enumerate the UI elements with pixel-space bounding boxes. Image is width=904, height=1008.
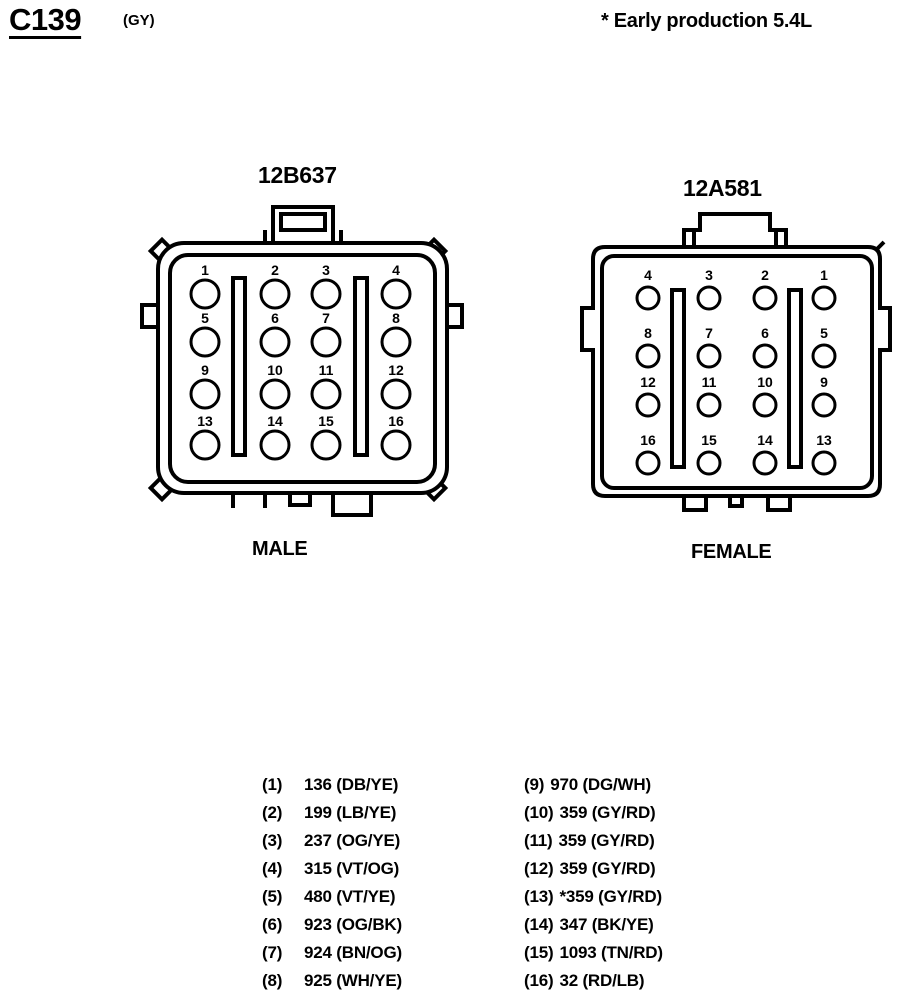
female-pin-cavity [635, 285, 661, 311]
female-pin-number: 8 [644, 325, 652, 341]
pin-row: (5)480 (VT/YE) [262, 887, 396, 906]
pin-row: (14)347 (BK/YE) [524, 915, 654, 934]
male-pin-number: 7 [322, 310, 330, 326]
male-pin-cavity [259, 326, 291, 358]
female-pin-number: 16 [640, 432, 656, 448]
pin-row: (15)1093 (TN/RD) [524, 943, 663, 962]
female-pin-cavity [635, 392, 661, 418]
male-pin-cavity [259, 278, 291, 310]
female-pin-cavity [696, 392, 722, 418]
female-pin-number: 12 [640, 374, 656, 390]
male-pin-number: 6 [271, 310, 279, 326]
pin-row: (12)359 (GY/RD) [524, 859, 656, 878]
female-pin-number: 3 [705, 267, 713, 283]
male-pin-number: 8 [392, 310, 400, 326]
male-pin-number: 5 [201, 310, 209, 326]
pin-row: (10)359 (GY/RD) [524, 803, 656, 822]
male-pin-number: 9 [201, 362, 209, 378]
male-pin-number: 11 [319, 362, 334, 378]
female-label: FEMALE [691, 541, 772, 563]
female-pin-number: 5 [820, 325, 828, 341]
pin-row: (9)970 (DG/WH) [524, 775, 651, 794]
female-connector-face [580, 212, 892, 512]
male-pin-cavity [310, 378, 342, 410]
female-pin-number: 14 [757, 432, 773, 448]
male-part-number: 12B637 [258, 162, 337, 188]
pin-row: (6)923 (OG/BK) [262, 915, 402, 934]
pin-row: (13)*359 (GY/RD) [524, 887, 662, 906]
female-pin-cavity [811, 392, 837, 418]
male-pin-cavity [189, 278, 221, 310]
female-pin-cavity [752, 343, 778, 369]
male-pin-number: 13 [197, 413, 213, 429]
female-pin-cavity [752, 450, 778, 476]
male-pin-cavity [380, 326, 412, 358]
connector-id: C139 [9, 2, 82, 37]
male-pin-cavity [259, 429, 291, 461]
female-pin-cavity [752, 285, 778, 311]
male-label: MALE [252, 538, 308, 560]
male-pin-cavity [380, 378, 412, 410]
female-pin-number: 1 [820, 267, 828, 283]
male-pin-number: 4 [392, 262, 400, 278]
female-pin-cavity [811, 285, 837, 311]
pin-row: (4)315 (VT/OG) [262, 859, 400, 878]
male-pin-number: 1 [201, 262, 209, 278]
male-pin-number: 2 [271, 262, 279, 278]
pin-row: (1)136 (DB/YE) [262, 775, 399, 794]
male-pin-cavity [189, 326, 221, 358]
male-pin-cavity [380, 278, 412, 310]
male-pin-cavity [189, 378, 221, 410]
female-pin-grid: 4 3 2 1 8 7 6 5 12 11 10 9 16 15 14 13 [635, 267, 837, 476]
male-pin-number: 15 [318, 413, 334, 429]
male-pin-cavity [310, 326, 342, 358]
female-pin-cavity [752, 392, 778, 418]
female-part-number: 12A581 [683, 175, 762, 201]
male-pin-number: 12 [388, 362, 404, 378]
pin-row: (2)199 (LB/YE) [262, 803, 397, 822]
female-pin-number: 2 [761, 267, 769, 283]
pin-row: (3)237 (OG/YE) [262, 831, 401, 850]
female-pin-number: 7 [705, 325, 713, 341]
pin-row: (7)924 (BN/OG) [262, 943, 402, 962]
female-pin-cavity [811, 343, 837, 369]
male-pin-cavity [310, 278, 342, 310]
female-pin-number: 9 [820, 374, 828, 390]
female-pin-number: 13 [816, 432, 832, 448]
male-pin-number: 3 [322, 262, 330, 278]
female-pin-cavity [696, 450, 722, 476]
male-pin-cavity [189, 429, 221, 461]
female-pin-number: 11 [702, 374, 717, 390]
male-pin-cavity [310, 429, 342, 461]
pin-row: (8)925 (WH/YE) [262, 971, 402, 990]
connector-color-code: (GY) [123, 12, 155, 29]
male-pin-cavity [259, 378, 291, 410]
production-note: * Early production 5.4L [601, 10, 812, 32]
pin-row: (16)32 (RD/LB) [524, 971, 645, 990]
female-pin-cavity [635, 450, 661, 476]
male-pin-number: 10 [267, 362, 283, 378]
male-pin-number: 14 [267, 413, 283, 429]
female-pin-number: 15 [701, 432, 717, 448]
female-pin-cavity [811, 450, 837, 476]
female-pin-cavity [696, 285, 722, 311]
male-pin-number: 16 [388, 413, 404, 429]
pin-row: (11)359 (GY/RD) [524, 831, 655, 850]
female-pin-cavity [696, 343, 722, 369]
male-pin-cavity [380, 429, 412, 461]
female-pin-number: 4 [644, 267, 652, 283]
female-pin-number: 6 [761, 325, 769, 341]
female-pin-number: 10 [757, 374, 773, 390]
female-pin-cavity [635, 343, 661, 369]
male-connector-face [140, 205, 464, 517]
